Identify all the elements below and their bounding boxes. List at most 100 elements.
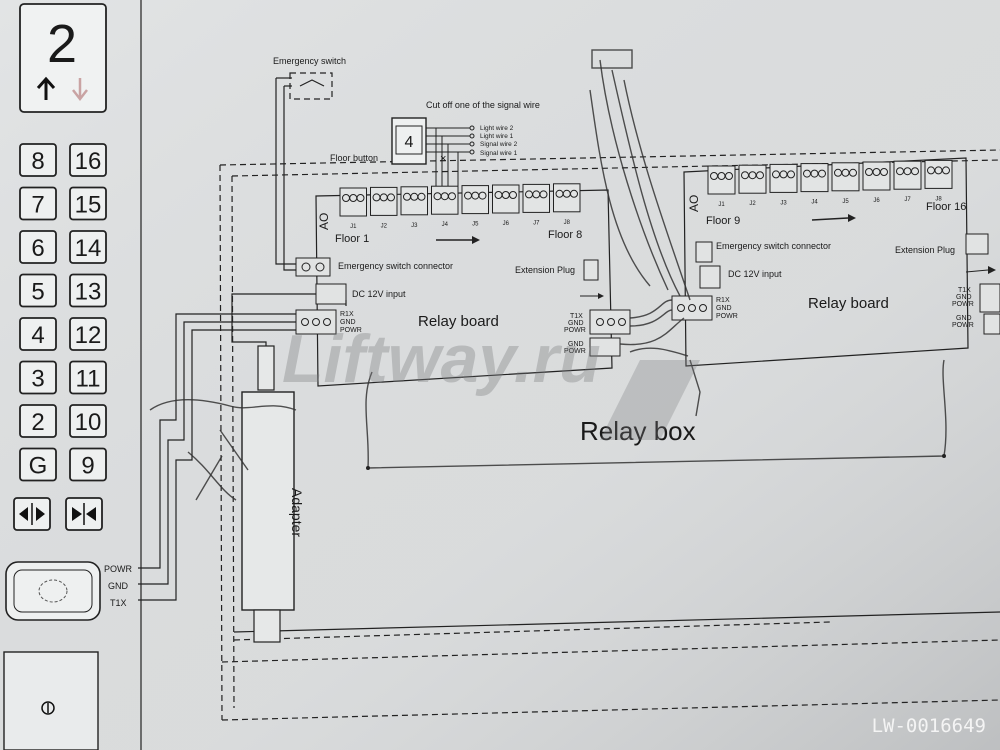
board1-extension-plug-label: Extension Plug [515,265,575,275]
board1-pin-t1x-gnd: GND [568,320,584,327]
board1-pin-r1x: R1X [340,311,354,318]
cut-signal-wire-note: Cut off one of the signal wire [426,100,540,110]
floor-button-number: 4 [405,134,414,151]
floor-button-10[interactable]: 10 [69,404,107,438]
board1-relay-3: J3 [400,186,428,229]
enclosure-outline [219,149,1000,721]
board2-title: Relay board [808,295,889,312]
floor-button-label: 11 [76,366,101,393]
board1-relay-8: J8 [553,183,581,226]
board1-pin-gnd: GND [340,319,356,326]
board1-title: Relay board [418,313,499,330]
floor-button-label: 5 [31,279,44,306]
floor-display: 2 [19,3,107,113]
board2-relay-1: J1 [707,165,736,208]
board2-extension-plug-label: Extension Plug [895,245,955,255]
floor-button-label: 13 [75,279,102,306]
reader-to-board-wiring [138,293,347,601]
jack-label: J2 [381,223,388,229]
phone-icon [41,701,55,715]
board2-r1x-terminal [671,295,713,321]
floor-button-4[interactable]: 4 [19,317,57,351]
board2-pin-t1x: T1X [958,287,971,294]
board2-direction-arrow-icon [811,214,856,222]
relay-box-label: Relay box [580,416,696,446]
floor-button-14[interactable]: 14 [69,230,107,264]
board1-pin-gnd2: GND [568,341,584,348]
floor-button-label: 9 [81,453,94,480]
door-close-icon [72,503,96,525]
floor-button-12[interactable]: 12 [69,317,107,351]
floor-button-g[interactable]: G [19,447,57,482]
floor-button-11[interactable]: 11 [69,360,107,395]
board2-emergency-connector-label: Emergency switch connector [716,241,831,251]
image-id: LW-0016649 [872,715,986,737]
floor-display-number: 2 [47,14,77,74]
floor-button-label: 10 [75,409,102,436]
board1-pin-powr: POWR [340,327,362,334]
jack-label: J5 [472,222,479,228]
floor-button-9[interactable]: 9 [69,447,107,482]
board2-relay-4: J4 [800,163,829,206]
jack-label: J4 [442,222,449,228]
board1-ao: AO [317,213,331,230]
floor-button-label: 15 [75,192,102,219]
floor-button-6[interactable]: 6 [19,230,57,264]
relay-box-outline [365,359,947,470]
board1-t1x-arrow-icon [580,293,604,299]
board2-ao: AO [687,195,701,212]
board2-emergency-connector-terminal [695,241,713,263]
board1-floor-start: Floor 1 [335,233,369,245]
jack-label: J7 [533,220,540,226]
board1-relay-2: J2 [370,186,398,229]
floor-button-label: Floor button [330,153,378,163]
board2-relay-5: J5 [831,162,860,205]
board1-dc-input-terminal [315,283,347,305]
floor-button-2[interactable]: 2 [19,404,57,438]
jack-label: J7 [904,197,911,203]
arrow-down-icon [72,78,88,102]
door-close-button[interactable] [65,497,103,531]
board1-emergency-connector-label: Emergency switch connector [338,261,453,271]
door-open-icon [19,503,45,525]
power-adapter: Adapter [241,345,305,643]
floor-button-5[interactable]: 5 [19,273,57,308]
door-open-button[interactable] [13,497,51,531]
board1-relay-7: J7 [522,183,550,226]
floor-button-label: 7 [31,192,44,219]
jack-label: J3 [411,223,418,229]
board1-pin-powr2: POWR [564,348,586,355]
board1-floor-end: Floor 8 [548,229,582,241]
floor-button-16[interactable]: 16 [69,143,107,177]
adapter-label: Adapter [289,488,305,537]
emergency-switch-label: Emergency switch [273,56,346,66]
board2-relay-7: J7 [893,160,922,203]
jack-label: J2 [749,201,756,207]
watermark: Liftway.ru [282,321,601,397]
board1-pin-t1x-powr: POWR [564,327,586,334]
board2-dc-input-label: DC 12V input [728,269,782,279]
floor-button-label: 6 [31,235,44,262]
floor-button-13[interactable]: 13 [69,273,107,308]
floor-button-module: 4 [391,117,427,165]
board1-relay-4: J4 [431,185,459,228]
arrow-up-icon [36,76,56,100]
floor-button-15[interactable]: 15 [69,186,107,221]
floor-button-7[interactable]: 7 [19,186,57,221]
board2-t1x-arrow-icon [965,266,996,274]
jack-label: J4 [811,200,818,206]
floor-button-3[interactable]: 3 [19,360,57,395]
board1-relay-6: J6 [492,184,520,227]
board2-pin-gnd: GND [716,305,732,312]
board1-emergency-connector-terminal [295,257,331,277]
board2-relay-8: J8 [924,159,953,202]
wire-light-1: Light wire 1 [480,133,514,140]
floor-button-wires: × [426,125,475,190]
jack-label: J6 [873,198,880,204]
floor-button-8[interactable]: 8 [19,143,57,177]
jack-label: J3 [780,200,787,206]
